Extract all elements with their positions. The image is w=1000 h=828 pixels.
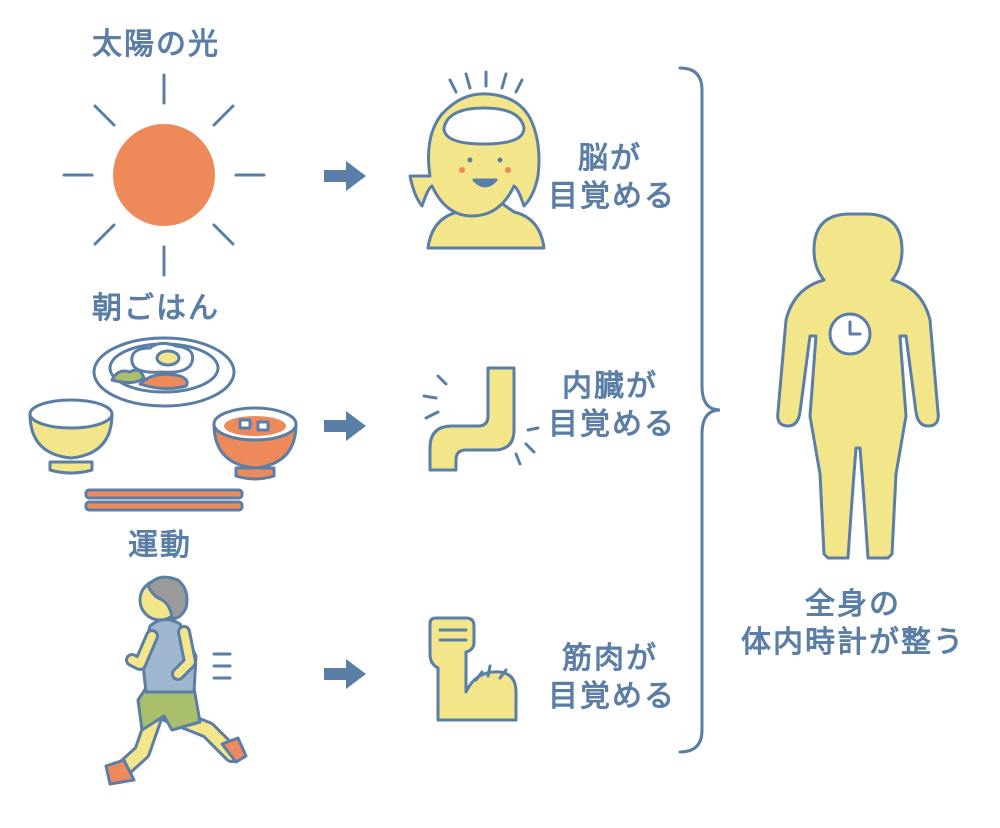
effect-label-brain: 脳が 目覚める [548, 140, 676, 215]
head-icon [408, 70, 546, 250]
result-label-line2: 体内時計が整う [741, 624, 965, 660]
body-silhouette-icon [776, 212, 940, 560]
source-label-breakfast: 朝ごはん [92, 291, 220, 326]
result-label-line1: 全身の [805, 587, 901, 622]
effect-label-organs-line2: 目覚める [548, 406, 676, 442]
effect-label-brain-line1: 脳が [578, 141, 642, 176]
effect-label-organs: 内臓が 目覚める [548, 368, 676, 443]
sun-icon [62, 73, 266, 277]
effect-label-organs-line1: 内臓が [562, 369, 658, 404]
source-label-sunlight: 太陽の光 [92, 27, 220, 62]
breakfast-icon [28, 336, 298, 512]
effect-label-muscle: 筋肉が 目覚める [548, 640, 676, 715]
muscle-arm-icon [428, 616, 518, 722]
organ-icon [422, 366, 540, 472]
effect-label-brain-line2: 目覚める [548, 178, 676, 214]
effect-label-muscle-line2: 目覚める [548, 678, 676, 714]
runner-icon [104, 575, 248, 786]
arrow-icon [324, 161, 366, 689]
result-label: 全身の 体内時計が整う [728, 586, 978, 661]
source-label-exercise: 運動 [128, 528, 192, 563]
grouping-brace [678, 66, 721, 754]
effect-label-muscle-line1: 筋肉が [562, 641, 658, 676]
